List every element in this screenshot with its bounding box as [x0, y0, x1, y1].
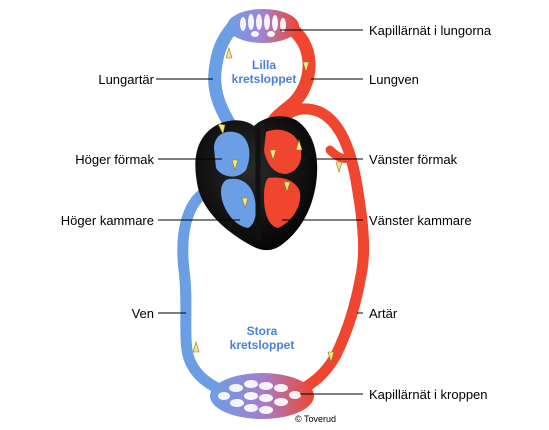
- arrow-icon: [295, 138, 303, 151]
- label-right-ventricle: Höger kammare: [60, 213, 154, 228]
- arrow-icon: [269, 149, 277, 162]
- large-circuit-line2: kretsloppet: [229, 338, 295, 352]
- lung-capillary-network: [227, 9, 299, 43]
- right-atrium: [214, 131, 250, 177]
- arrow-icon: [217, 123, 226, 135]
- label-pulmonary-vein: Lungven: [369, 72, 419, 87]
- label-left-atrium: Vänster förmak: [369, 152, 458, 167]
- label-artery: Artär: [369, 306, 398, 321]
- label-pulmonary-artery: Lungartär: [98, 72, 154, 87]
- arrow-icon: [302, 61, 310, 74]
- left-ventricle: [264, 177, 301, 228]
- label-vein: Ven: [131, 306, 154, 321]
- small-circuit-label: Lilla kretsloppet: [214, 58, 314, 86]
- aorta-branch-vessel: [325, 145, 353, 163]
- arrow-icon: [241, 197, 249, 210]
- vena-cava-vessel: [177, 172, 234, 398]
- arrow-icon: [335, 161, 343, 174]
- arrow-icon: [192, 340, 200, 353]
- small-circuit-line2: kretsloppet: [231, 72, 297, 86]
- right-ventricle: [221, 178, 256, 228]
- arrow-icon: [231, 159, 239, 172]
- aorta-vessel: [269, 103, 370, 398]
- heart: [195, 116, 318, 251]
- left-atrium: [264, 129, 302, 174]
- label-pulmonary-capillaries: Kapillärnät i lungorna: [369, 23, 492, 38]
- arrow-icon: [327, 351, 335, 364]
- small-circuit-line1: Lilla: [251, 58, 276, 72]
- flow-arrows: [192, 46, 343, 364]
- large-circuit-line1: Stora: [246, 324, 278, 338]
- arrow-icon: [225, 46, 233, 59]
- large-circuit-label: Stora kretsloppet: [212, 324, 312, 352]
- body-capillary-network: [210, 373, 314, 419]
- leader-lines: [156, 29, 363, 395]
- credit: © Toverud: [295, 414, 336, 424]
- label-right-atrium: Höger förmak: [75, 152, 154, 167]
- label-body-capillaries: Kapillärnät i kroppen: [369, 387, 488, 402]
- label-left-ventricle: Vänster kammare: [369, 213, 472, 228]
- pulmonary-artery-vessel: [208, 15, 247, 135]
- arrow-icon: [283, 181, 291, 194]
